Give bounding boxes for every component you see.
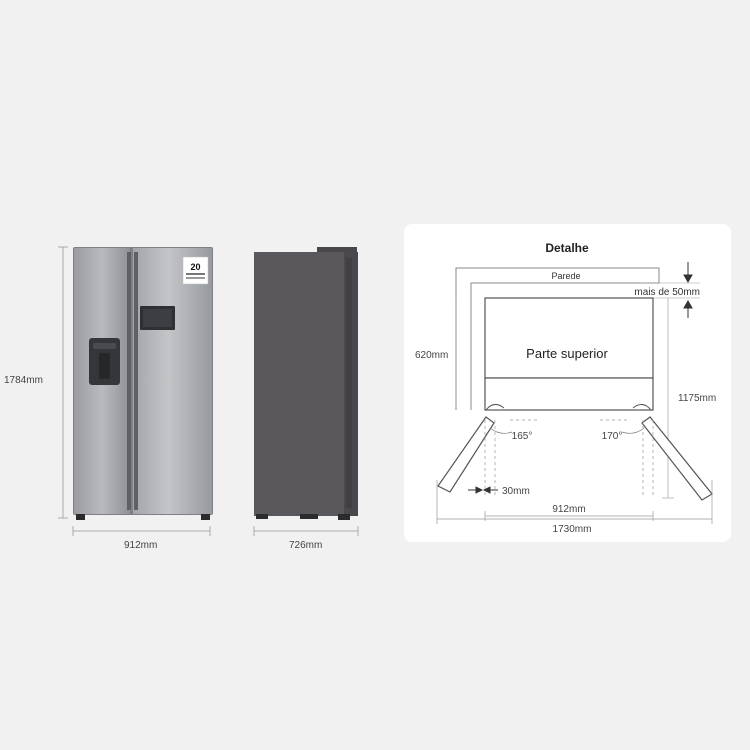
top-label: Parte superior: [526, 346, 608, 361]
detail-diagram: Detalhe Parede mais de 50mm Parte superi…: [415, 241, 716, 535]
fridge-top-outline: [484, 297, 654, 379]
body-width-label: 912mm: [552, 504, 585, 515]
front-width-label: 912mm: [124, 540, 158, 551]
depth-dimension: [253, 526, 359, 536]
total-width-label: 1730mm: [553, 524, 592, 535]
side-depth-label: 726mm: [289, 540, 323, 551]
clearance-arrows: [640, 262, 700, 318]
left-handle: [127, 252, 131, 510]
right-foot: [201, 514, 210, 520]
detail-title: Detalhe: [545, 241, 589, 255]
height-label: 1784mm: [4, 375, 43, 386]
left-open-door: [437, 404, 513, 493]
right-angle-label: 170°: [602, 431, 623, 442]
clearance-label: mais de 50mm: [634, 287, 700, 298]
energy-label-number: 20: [190, 262, 200, 272]
dashed-guides: [484, 419, 654, 498]
fridge-door: [133, 248, 212, 514]
door-depth-dimension: [662, 298, 674, 499]
left-foot: [76, 514, 85, 520]
side-view: [253, 247, 359, 536]
wall-label: Parede: [551, 271, 580, 281]
right-handle: [134, 252, 138, 510]
wall: [455, 267, 660, 410]
fridge-side: [254, 247, 358, 520]
door-depth-label: 1175mm: [678, 393, 716, 404]
side-gap-arrows: [468, 486, 498, 494]
total-width-dimension: [436, 480, 713, 524]
fridge-front: 20: [73, 247, 213, 520]
left-angle-label: 165°: [512, 431, 533, 442]
height-dimension: [58, 246, 68, 519]
fridge-door-block: [484, 377, 654, 411]
width-dimension: [72, 526, 211, 536]
side-gap-label: 30mm: [502, 486, 530, 497]
right-open-door: [621, 404, 713, 501]
depth-620-label: 620mm: [415, 350, 448, 361]
front-view: 20: [58, 246, 213, 536]
energy-label-badge: [182, 256, 209, 285]
